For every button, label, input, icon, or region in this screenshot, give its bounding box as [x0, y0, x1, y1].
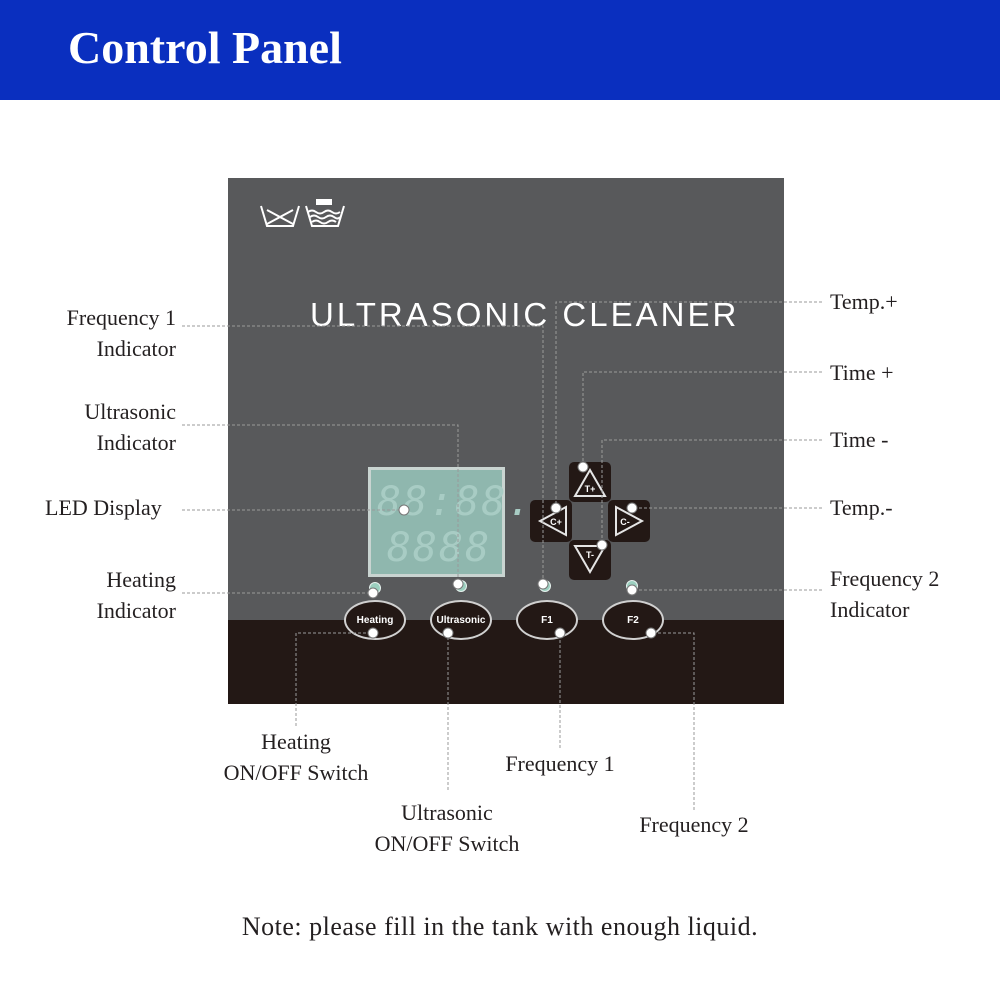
label-temp-minus: Temp.- [830, 495, 893, 520]
time-minus-key-label: T- [586, 550, 594, 560]
header-bar: Control Panel [0, 0, 1000, 100]
frequency1-switch-dot [554, 627, 566, 639]
led-display-dot [398, 504, 410, 516]
temp-minus-key-label: C- [620, 517, 630, 527]
label-led-display: LED Display [45, 495, 162, 520]
label-time-plus: Time + [830, 360, 894, 385]
label-time-minus: Time - [830, 427, 889, 452]
usage-note: Note: please fill in the tank with enoug… [241, 912, 759, 941]
label-frequency2: Frequency 2 [639, 812, 749, 837]
ultrasonic-switch-dot [442, 627, 454, 639]
dpad: T+ C+ C- T- [530, 462, 652, 587]
label-temp-plus: Temp.+ [830, 289, 898, 314]
temp-plus-button[interactable] [530, 500, 572, 542]
time-plus-key-label: T+ [585, 484, 596, 494]
frequency2-switch-dot [645, 627, 657, 639]
control-panel: ULTRASONIC CLEANER 88:88. 8888 T+ [228, 178, 784, 704]
frequency2-indicator-dot [626, 584, 638, 596]
display-row-temp: 8888 [386, 525, 492, 571]
ultrasonic-indicator-dot [452, 578, 464, 590]
temp-minus-dot [626, 502, 638, 514]
temp-plus-dot [550, 502, 562, 514]
ultrasonic-button[interactable]: Ultrasonic [430, 600, 492, 640]
time-plus-button[interactable] [569, 462, 611, 502]
heating-indicator-dot [367, 587, 379, 599]
frequency1-indicator-dot [537, 578, 549, 590]
wash-symbols-icon [260, 199, 345, 227]
temp-plus-key-label: C+ [550, 517, 562, 527]
temp-minus-button[interactable] [608, 500, 650, 542]
heating-switch-dot [367, 627, 379, 639]
page-title: Control Panel [68, 22, 342, 73]
f2-button[interactable]: F2 [602, 600, 664, 640]
panel-bottom-strip [228, 620, 784, 704]
label-frequency1: Frequency 1 [505, 751, 615, 776]
time-plus-dot [577, 461, 589, 473]
time-minus-dot [596, 539, 608, 551]
f1-button[interactable]: F1 [516, 600, 578, 640]
